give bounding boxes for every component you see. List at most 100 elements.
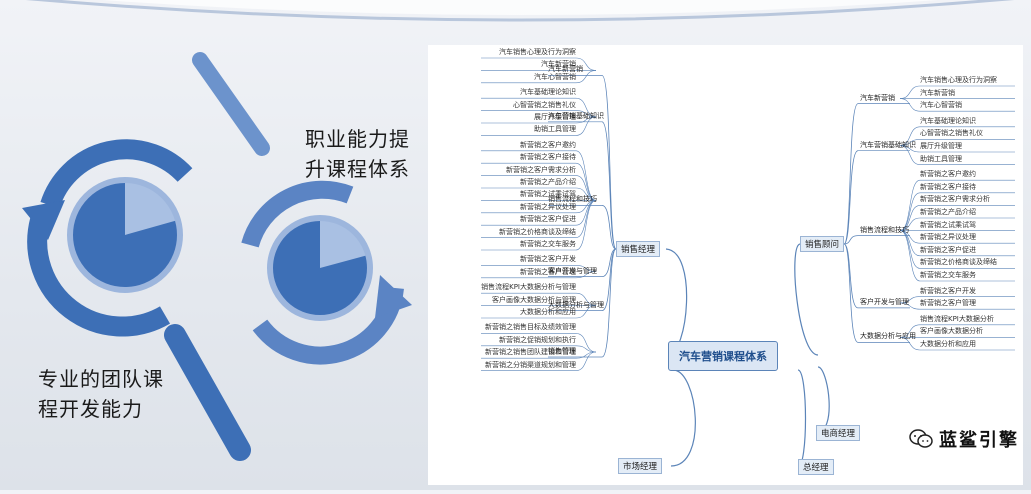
connector <box>899 230 921 282</box>
label-line-1: 专业的团队课 <box>38 367 164 391</box>
leaf-node[interactable]: 新营销之客户管理 <box>520 267 576 276</box>
center-node[interactable]: 汽车营销课程体系 <box>668 341 778 371</box>
leaf-node[interactable]: 助销工具管理 <box>534 125 576 134</box>
connector <box>899 324 921 338</box>
leaf-node[interactable]: 新营销之交车服务 <box>920 271 976 279</box>
mid-node[interactable]: 大数据分析与管理 <box>548 300 604 309</box>
top-arc-decoration <box>25 0 1015 22</box>
branch-node-sales-manager[interactable]: 销售经理 <box>616 241 661 257</box>
leaf-node[interactable]: 新营销之促销规划和执行 <box>499 335 576 344</box>
leaf-node[interactable]: 大数据分析和应用 <box>520 308 576 316</box>
connector <box>575 187 597 201</box>
connector <box>575 110 597 118</box>
connector <box>794 243 819 356</box>
label-line-2: 升课程体系 <box>305 157 410 181</box>
leaf-node[interactable]: 客户画像大数据分析 <box>920 327 983 336</box>
connector <box>899 145 921 165</box>
mid-node[interactable]: 汽车营销基础知识 <box>548 111 604 120</box>
mindmap: 汽车营销课程体系 汽车销售心理及行为洞察汽车新营销汽车心智营销汽车新营销汽车基础… <box>428 45 1023 485</box>
leaf-node[interactable]: 新营销之价格商谈及缔结 <box>499 227 576 236</box>
leaf-node[interactable]: 新营销之客户接待 <box>920 182 976 191</box>
connector <box>575 200 597 251</box>
leaf-node[interactable]: 新营销之试乘试驾 <box>520 190 576 199</box>
leaf-node[interactable]: 汽车新营销 <box>541 60 576 69</box>
connector <box>575 70 597 84</box>
leaf-node[interactable]: 新营销之客户需求分析 <box>920 195 990 204</box>
branch-node-sales-consultant[interactable]: 销售顾问 <box>800 236 845 252</box>
leaf-node[interactable]: 新营销之客户需求分析 <box>506 165 576 174</box>
leaf-node[interactable]: 新营销之产品介绍 <box>920 208 976 216</box>
leaf-node[interactable]: 销售流程KPI大数据分析与管理 <box>481 283 576 292</box>
connector <box>899 337 921 351</box>
leaf-node[interactable]: 汽车销售心理及行为洞察 <box>499 48 576 56</box>
leaf-node[interactable]: 新营销之客户邀约 <box>920 170 976 179</box>
leaf-node[interactable]: 客户画像大数据分析与管理 <box>492 295 576 304</box>
course-system-graphic <box>0 30 430 490</box>
connector <box>575 265 597 272</box>
leaf-node[interactable]: 新营销之价格商谈及缔结 <box>920 258 997 267</box>
leaf-node[interactable]: 大数据分析和应用 <box>920 340 976 348</box>
connector <box>843 150 859 245</box>
connector <box>899 98 921 112</box>
brand-text: 蓝鲨引擎 <box>939 430 1019 451</box>
branch-node-marketing-manager[interactable]: 市场经理 <box>618 458 663 474</box>
connector <box>899 302 921 310</box>
mid-node[interactable]: 销售流程和技巧 <box>860 225 909 234</box>
leaf-node[interactable]: 销售流程KPI大数据分析 <box>920 314 994 323</box>
leaf-node[interactable]: 新营销之交车服务 <box>520 240 576 248</box>
connector <box>575 333 597 353</box>
mid-node[interactable]: 客户开发与管理 <box>548 266 597 275</box>
leaf-node[interactable]: 新营销之销售目标及绩效管理 <box>485 323 576 332</box>
branch-node-general-manager[interactable]: 总经理 <box>798 459 834 475</box>
leaf-node[interactable]: 新营销之产品介绍 <box>520 178 576 186</box>
connector <box>843 243 859 343</box>
leaf-node[interactable]: 助销工具管理 <box>920 154 962 163</box>
leaf-node[interactable]: 心智营销之销售礼仪 <box>513 100 576 109</box>
mindmap-connectors <box>481 57 1015 468</box>
connector <box>899 126 921 146</box>
leaf-node[interactable]: 展厅升级管理 <box>534 113 576 121</box>
leaf-node[interactable]: 汽车心智营销 <box>920 101 962 110</box>
mid-node[interactable]: 汽车营销基础知识 <box>860 140 916 149</box>
leaf-node[interactable]: 新营销之客户促进 <box>920 245 976 254</box>
leaf-node[interactable]: 汽车基础理论知识 <box>920 116 976 125</box>
leaf-node[interactable]: 新营销之客户促进 <box>520 215 576 224</box>
mid-node[interactable]: 销售流程和技巧 <box>548 195 597 204</box>
leaf-node[interactable]: 汽车新营销 <box>920 88 955 97</box>
leaf-node[interactable]: 新营销之客户邀约 <box>520 140 576 149</box>
leaf-node[interactable]: 展厅升级管理 <box>920 142 962 150</box>
leaf-node[interactable]: 新营销之客户管理 <box>920 299 976 308</box>
connector <box>899 139 921 146</box>
leaf-node[interactable]: 心智营销之销售礼仪 <box>920 129 983 138</box>
connector <box>575 305 597 319</box>
leaf-node[interactable]: 新营销之客户开发 <box>920 286 976 295</box>
leaf-node[interactable]: 新营销之客户开发 <box>520 255 576 264</box>
leaf-node[interactable]: 新营销之客户接待 <box>520 153 576 162</box>
connector <box>575 292 597 306</box>
connector <box>575 175 597 201</box>
connector <box>899 217 921 231</box>
leaf-node[interactable]: 汽车基础理论知识 <box>520 88 576 97</box>
mid-node[interactable]: 汽车新营销 <box>860 93 895 102</box>
connector <box>575 150 597 201</box>
connector <box>575 271 597 279</box>
connector <box>601 248 617 358</box>
connector <box>843 235 859 245</box>
leaf-node[interactable]: 汽车销售心理及行为洞察 <box>920 76 997 84</box>
connector <box>575 57 597 71</box>
mid-node[interactable]: 销售管理 <box>548 347 576 355</box>
branch-node-ecommerce-manager[interactable]: 电商经理 <box>816 425 861 441</box>
label-team-development: 专业的团队课 程开发能力 <box>38 364 164 424</box>
leaf-node[interactable]: 汽车心智营销 <box>534 72 576 81</box>
connector <box>843 243 859 309</box>
mid-node[interactable]: 大数据分析与应用 <box>860 332 916 341</box>
leaf-node[interactable]: 新营销之销售团队建设和管理 <box>485 348 576 357</box>
mid-node[interactable]: 客户开发与管理 <box>860 297 909 306</box>
leaf-node[interactable]: 新营销之异议处理 <box>920 233 976 242</box>
connector <box>899 85 921 99</box>
leaf-node[interactable]: 新营销之分销渠道规划和管理 <box>485 360 576 369</box>
leaf-node[interactable]: 新营销之异议处理 <box>520 202 576 211</box>
leaf-node[interactable]: 新营销之试乘试驾 <box>920 220 976 229</box>
label-line-1: 职业能力提 <box>305 127 410 151</box>
mid-node[interactable]: 汽车新营销 <box>548 65 583 74</box>
